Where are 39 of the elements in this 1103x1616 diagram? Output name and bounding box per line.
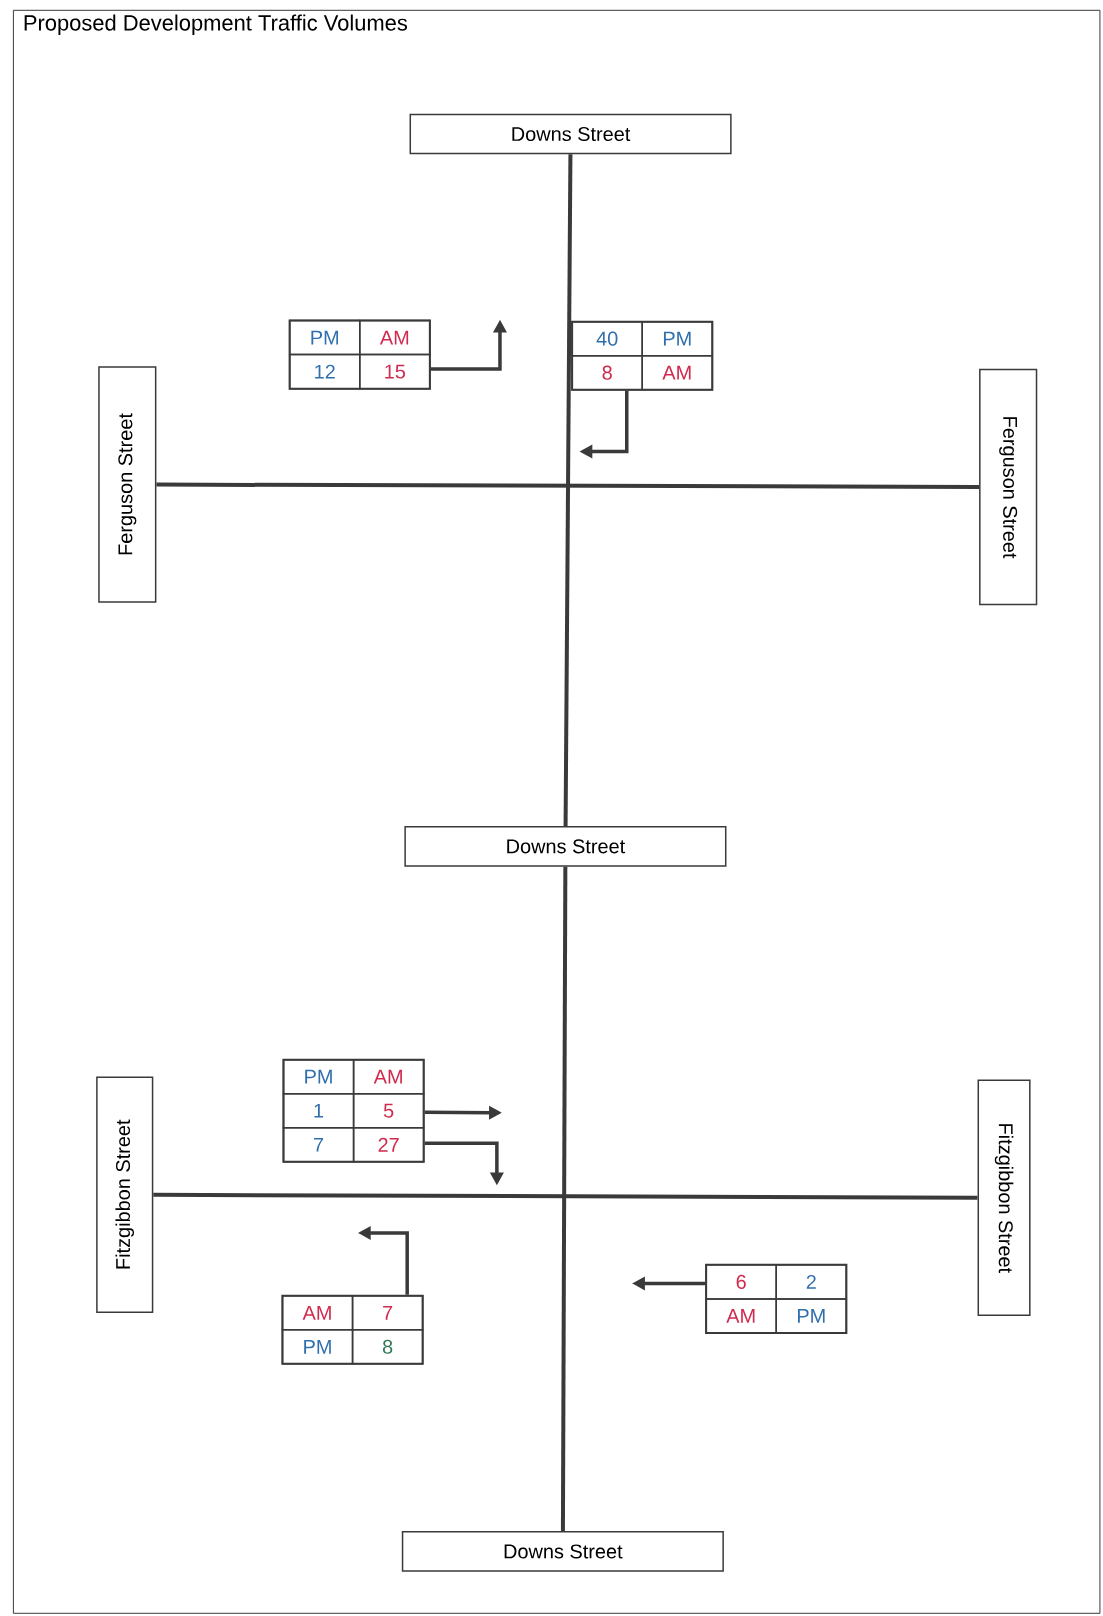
road-line [153,1192,978,1200]
volume-table [571,320,714,391]
table-cell: 8 [571,354,643,391]
table-cell: 6 [705,1264,777,1300]
table-cell: PM [288,319,361,356]
road-line [563,154,573,826]
volume-table [282,1058,425,1163]
table-cell: 40 [571,320,643,357]
street-name-box: Ferguson Street [979,368,1038,606]
street-name-box: Fitzgibbon Street [96,1076,154,1313]
street-name-box: Ferguson Street [98,366,157,603]
street-name-box: Downs Street [409,113,732,155]
road-line [156,482,980,489]
road-line [560,866,568,1532]
volume-table [705,1263,848,1334]
title: Proposed Development Traffic Volumes [24,14,408,35]
table-cell: 15 [359,353,431,390]
street-name-box: Fitzgibbon Street [977,1079,1031,1317]
table-cell: AM [359,319,431,356]
volume-table [288,319,431,390]
table-cell: 8 [351,1329,424,1365]
table-cell: 27 [352,1127,425,1163]
table-cell: AM [281,1295,354,1331]
street-name-box: Downs Street [401,1531,724,1572]
table-cell: 1 [282,1093,355,1129]
table-cell: AM [641,354,714,391]
table-cell: 2 [775,1264,848,1300]
table-cell: AM [352,1058,425,1095]
volume-table [281,1294,424,1365]
table-cell: PM [641,320,714,357]
table-cell: 7 [282,1127,355,1163]
table-cell: PM [281,1329,354,1365]
table-cell: 7 [351,1295,424,1331]
table-cell: PM [775,1298,848,1334]
street-name-box: Downs Street [404,826,727,867]
table-cell: 5 [352,1093,425,1129]
table-cell: 12 [288,353,361,390]
table-cell: AM [705,1298,777,1334]
table-cell: PM [282,1058,355,1095]
